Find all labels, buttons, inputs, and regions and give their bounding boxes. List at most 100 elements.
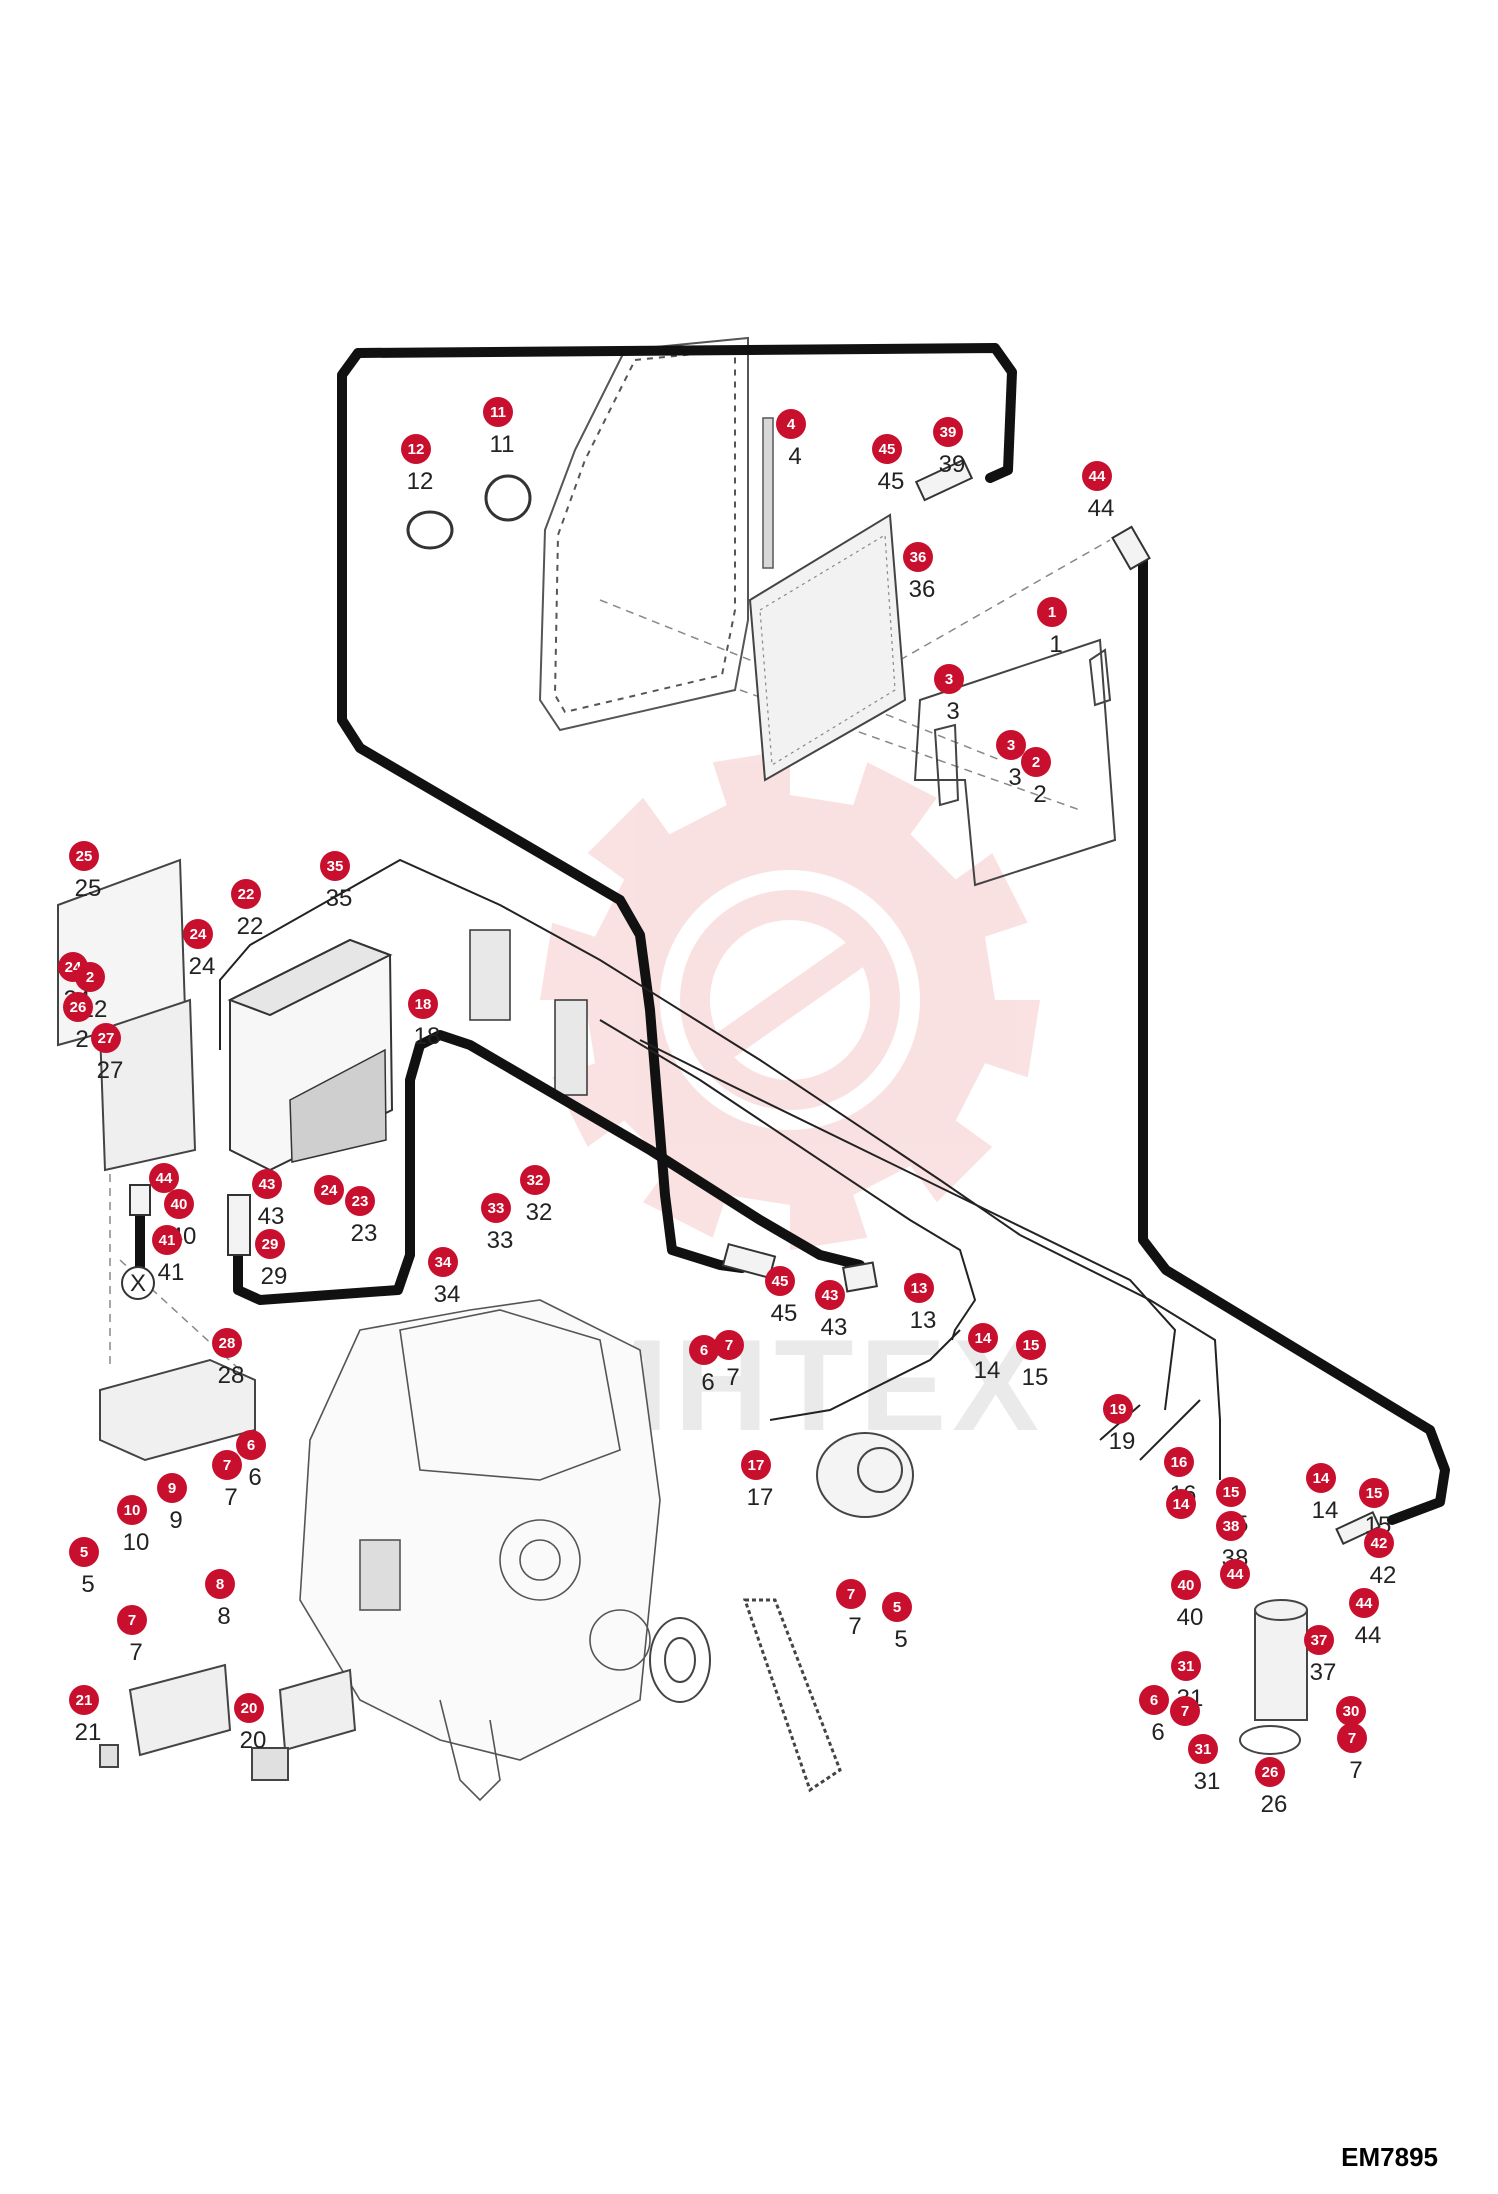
callout-7[interactable]: 77 [1337,1723,1367,1784]
callout-marker[interactable] [1220,1559,1250,1589]
callout-5[interactable]: 55 [69,1537,99,1598]
callout-marker[interactable] [212,1328,242,1358]
callout-marker[interactable] [69,1537,99,1567]
callout-marker[interactable] [205,1569,235,1599]
callout-marker[interactable] [69,841,99,871]
callout-marker[interactable] [345,1186,375,1216]
callout-marker[interactable] [1349,1588,1379,1618]
callout-marker[interactable] [75,962,105,992]
callout-marker[interactable] [1336,1696,1366,1726]
callout-marker[interactable] [1306,1463,1336,1493]
callout-marker[interactable] [996,730,1026,760]
callout-5[interactable]: 55 [882,1592,912,1653]
callout-7[interactable]: 77 [836,1579,866,1640]
callout-marker[interactable] [741,1450,771,1480]
callout-marker[interactable] [872,434,902,464]
callout-7[interactable]: 77 [212,1450,242,1511]
callout-marker[interactable] [1364,1528,1394,1558]
callout-6[interactable]: 66 [1139,1685,1169,1746]
callout-8[interactable]: 88 [205,1569,235,1630]
callout-marker[interactable] [903,542,933,572]
callout-marker[interactable] [1170,1696,1200,1726]
callout-marker[interactable] [1103,1394,1133,1424]
callout-marker[interactable] [1304,1625,1334,1655]
callout-9[interactable]: 99 [157,1473,187,1534]
callout-7[interactable]: 77 [714,1330,744,1391]
callout-marker[interactable] [1171,1651,1201,1681]
callout-marker[interactable] [234,1693,264,1723]
callout-marker[interactable] [69,1685,99,1715]
callout-marker[interactable] [152,1225,182,1255]
callout-7[interactable]: 7 [1170,1696,1200,1726]
callout-marker[interactable] [520,1165,550,1195]
callout-2[interactable]: 22 [1021,747,1051,808]
callout-26[interactable]: 262 [63,992,93,1053]
callout-marker[interactable] [1082,461,1112,491]
callout-marker[interactable] [231,879,261,909]
callout-marker[interactable] [1171,1570,1201,1600]
callout-marker[interactable] [1216,1511,1246,1541]
callout-marker[interactable] [1021,747,1051,777]
callout-marker[interactable] [714,1330,744,1360]
callout-marker[interactable] [428,1247,458,1277]
callout-marker[interactable] [1164,1447,1194,1477]
callout-marker[interactable] [481,1193,511,1223]
callout-marker[interactable] [933,417,963,447]
callout-marker[interactable] [1337,1723,1367,1753]
callout-marker[interactable] [904,1273,934,1303]
callout-4[interactable]: 44 [776,409,806,470]
callout-marker[interactable] [1188,1734,1218,1764]
callout-6[interactable]: 66 [236,1430,266,1491]
callout-3[interactable]: 33 [934,664,964,725]
callout-30[interactable]: 30 [1336,1696,1366,1726]
callout-marker[interactable] [934,664,964,694]
callout-44[interactable]: 44 [1220,1559,1250,1589]
callout-marker[interactable] [91,1023,121,1053]
callout-marker[interactable] [882,1592,912,1622]
callout-1[interactable]: 11 [1037,597,1067,658]
callout-24[interactable]: 24 [314,1175,344,1205]
callout-7[interactable]: 77 [117,1605,147,1666]
callout-marker[interactable] [117,1605,147,1635]
callout-marker[interactable] [815,1280,845,1310]
callout-44[interactable]: 44 [149,1163,179,1193]
callout-14[interactable]: 14 [1166,1489,1196,1519]
callout-marker[interactable] [836,1579,866,1609]
callout-marker[interactable] [255,1229,285,1259]
callout-marker[interactable] [320,851,350,881]
callout-6[interactable]: 66 [689,1335,719,1396]
callout-3[interactable]: 33 [996,730,1026,791]
callout-marker[interactable] [117,1495,147,1525]
